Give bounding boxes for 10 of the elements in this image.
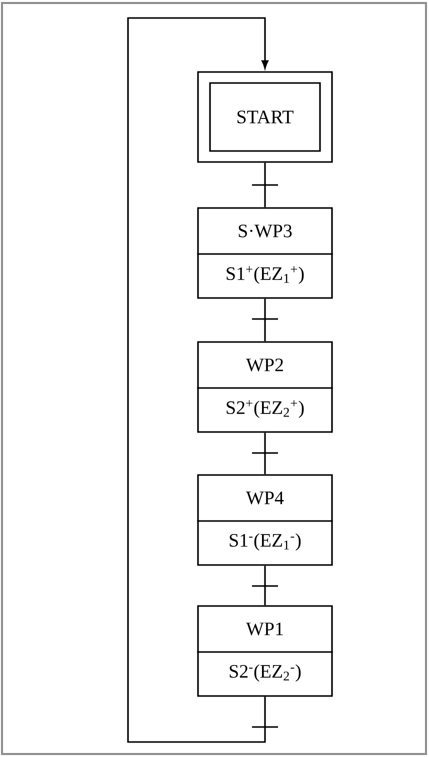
step-box: WP2 S2$^{+}$(EZ$_{2}$$^{+}$) [197, 341, 333, 433]
connector-line [264, 566, 266, 606]
connector-line [264, 298, 266, 342]
connector-line [264, 432, 266, 474]
step-box: S·WP3 S1$^{+}$(EZ$_{1}$$^{+}$) [197, 207, 333, 299]
initial-step-box: START [197, 71, 333, 163]
step-box: WP1 S2$^{-}$(EZ$_{2}$$^{-}$) [197, 605, 333, 697]
connector-line [127, 17, 268, 743]
step-box: WP4 S1$^{-}$(EZ$_{1}$$^{-}$) [197, 474, 333, 566]
connector-line [264, 162, 266, 208]
